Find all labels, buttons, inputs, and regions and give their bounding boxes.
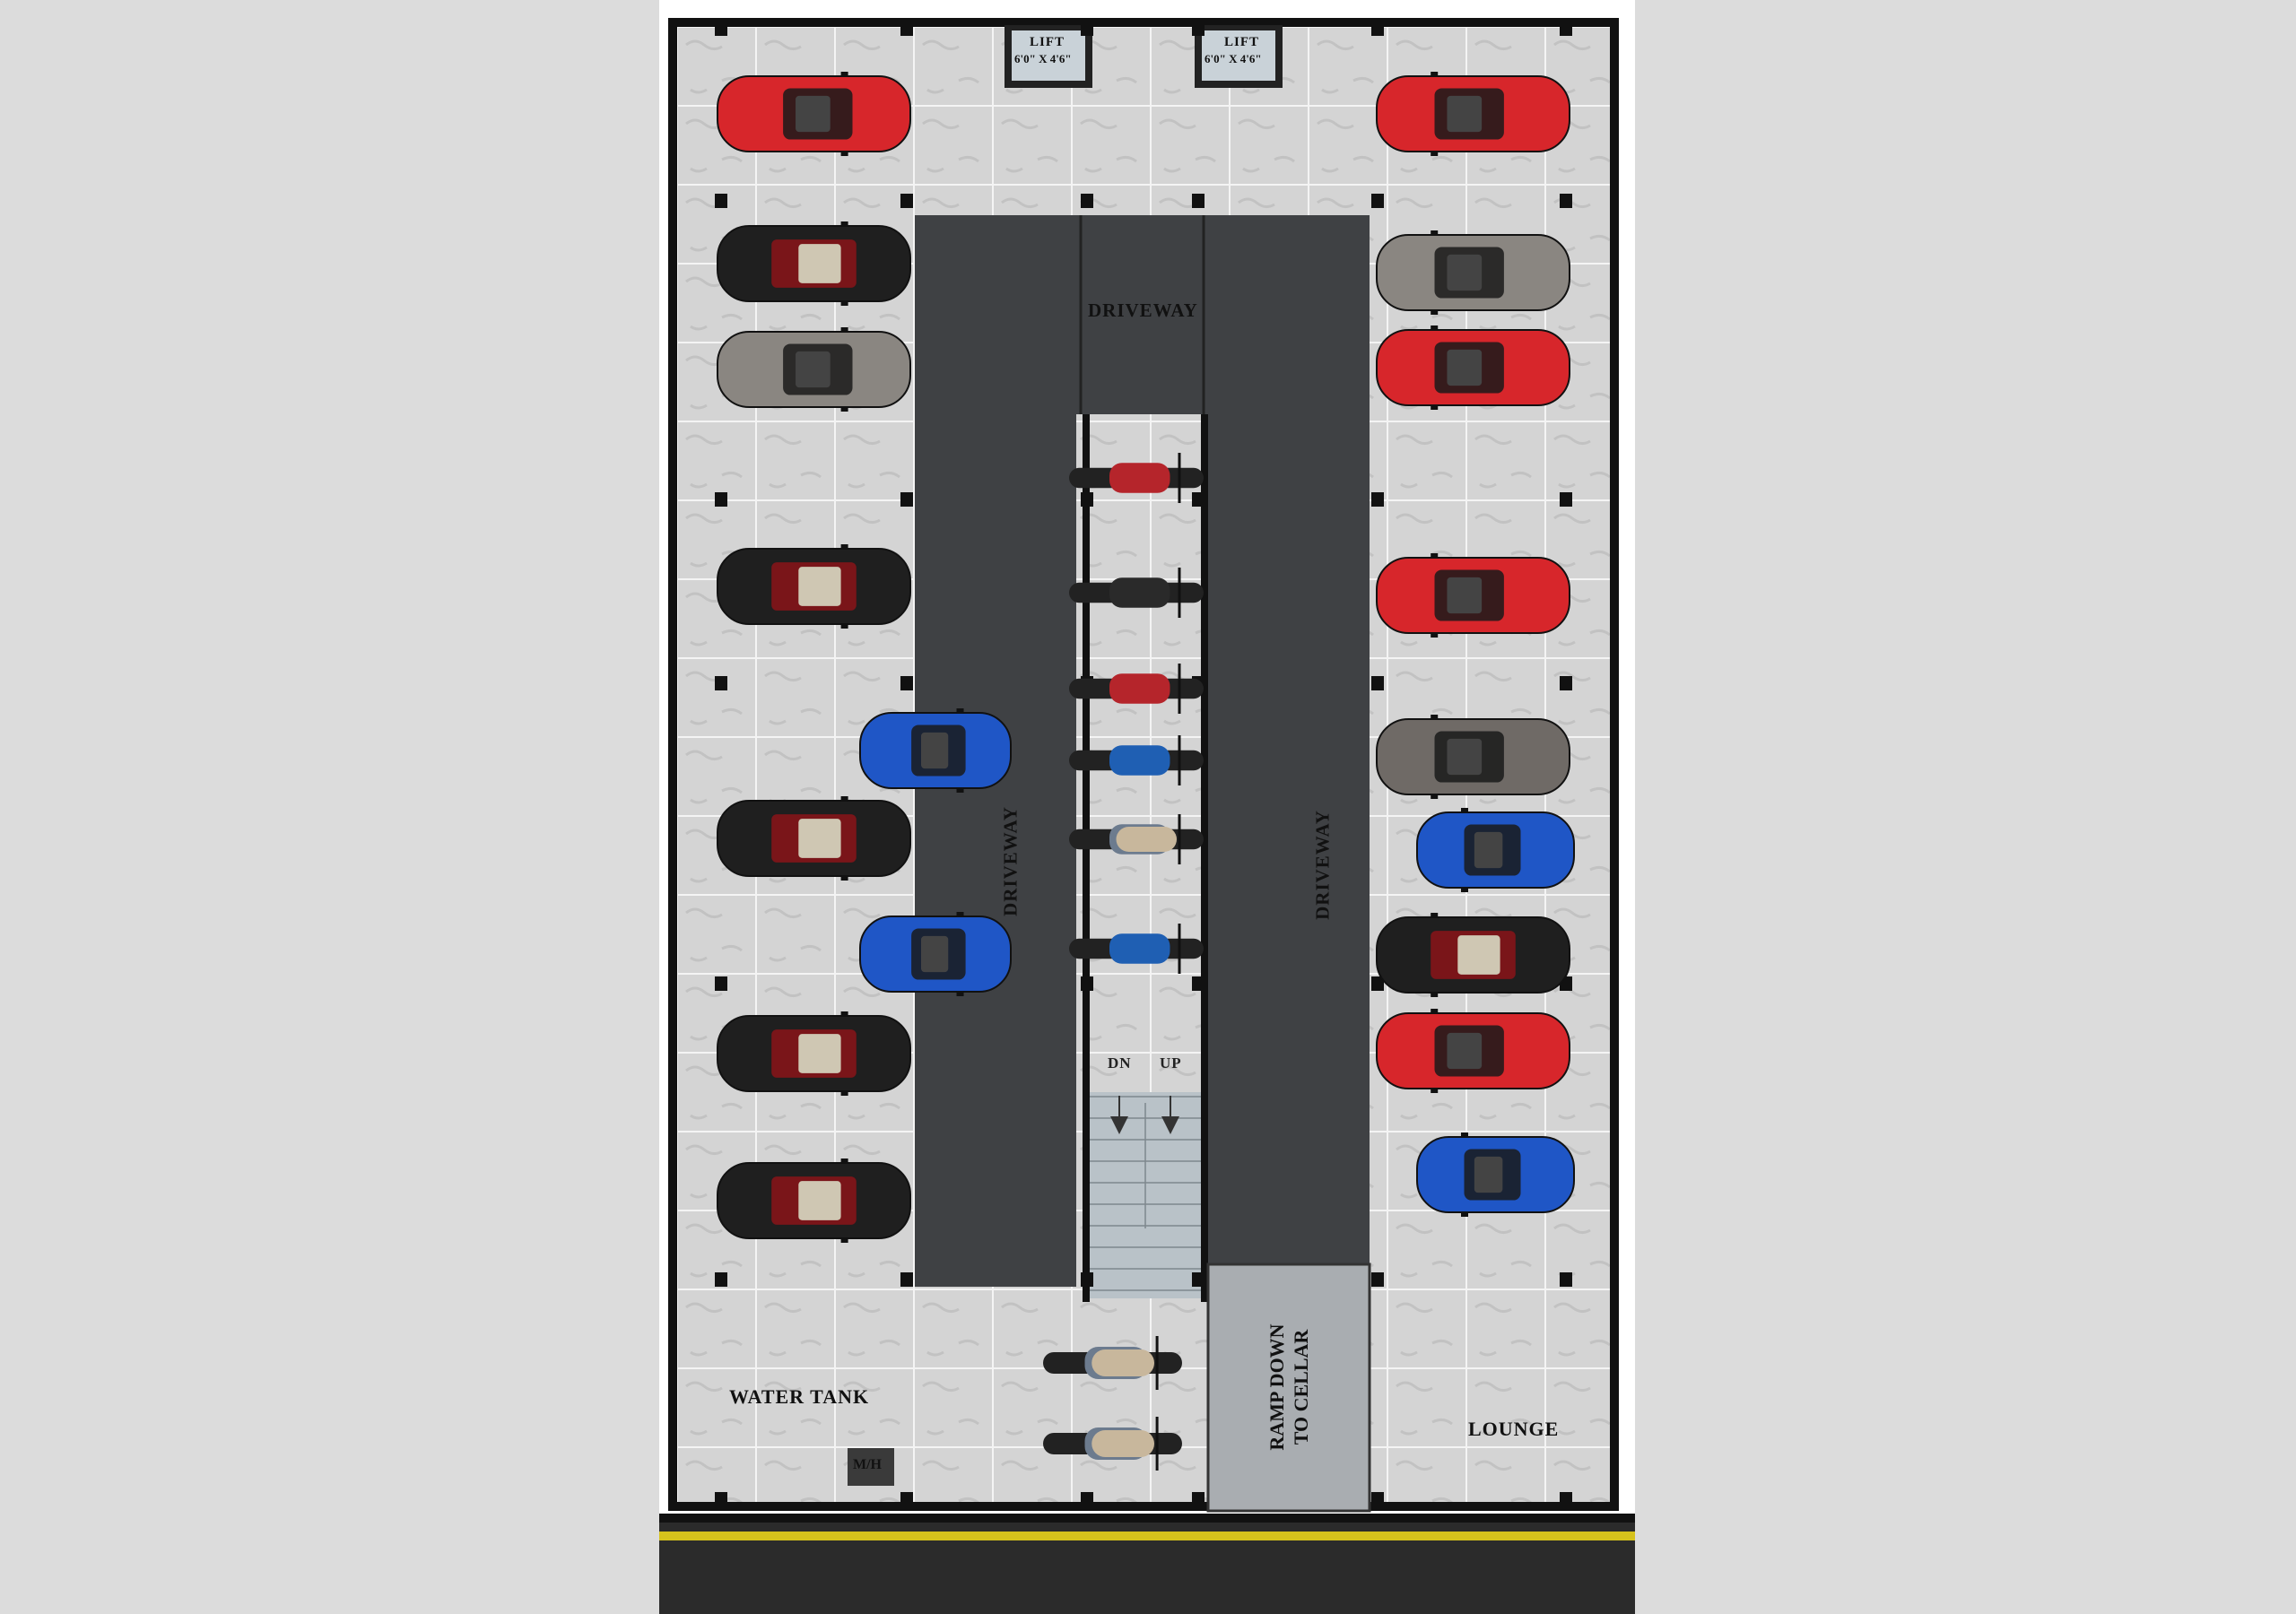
column [1081, 976, 1093, 991]
driveway-top-connector [1076, 215, 1208, 414]
car-black-convertible-vehicle [717, 221, 911, 306]
car-black-convertible-vehicle [717, 544, 911, 629]
stair-dn-label: DN [1108, 1054, 1132, 1072]
column [1081, 1492, 1093, 1506]
bike-red-vehicle [1069, 664, 1204, 714]
car-red-vehicle [717, 72, 911, 156]
column [1081, 22, 1093, 36]
column [1192, 492, 1205, 507]
parking-floor-plan [659, 18, 1635, 1614]
column [1192, 1272, 1205, 1287]
column [1371, 22, 1384, 36]
ramp [1206, 1263, 1371, 1513]
column [1560, 492, 1572, 507]
column [1192, 22, 1205, 36]
bike-black-vehicle [1069, 568, 1204, 618]
water-tank-label: WATER TANK [729, 1385, 870, 1408]
column [715, 492, 727, 507]
column [900, 1492, 913, 1506]
column [900, 22, 913, 36]
car-black-convertible-vehicle [717, 1011, 911, 1096]
stair-up-label: UP [1160, 1054, 1182, 1072]
car-red-vehicle [1376, 553, 1570, 638]
ramp-label-line1: RAMP DOWN [1265, 1323, 1288, 1451]
column [900, 1272, 913, 1287]
column [715, 976, 727, 991]
structural-columns [715, 22, 1572, 1506]
car-blue-vehicle [1416, 808, 1575, 892]
column [715, 1492, 727, 1506]
lift-right-size: 6'0" X 4'6" [1205, 52, 1262, 65]
column [1560, 194, 1572, 208]
column [715, 194, 727, 208]
column [1371, 1492, 1384, 1506]
car-red-vehicle [1376, 72, 1570, 156]
manhole-label: M/H [853, 1457, 882, 1472]
car-black-convertible-vehicle [1376, 913, 1570, 997]
column [1371, 676, 1384, 690]
car-black-convertible-vehicle [717, 796, 911, 881]
column [715, 676, 727, 690]
column [900, 492, 913, 507]
column [900, 194, 913, 208]
bike-blue-vehicle [1069, 735, 1204, 785]
car-black-convertible-vehicle [717, 1158, 911, 1243]
drawing-sheet: LIFT 6'0" X 4'6" LIFT 6'0" X 4'6" DRIVEW… [659, 0, 1635, 1614]
vehicles-layer [717, 72, 1575, 1471]
driveway-top-label: DRIVEWAY [1088, 299, 1198, 321]
driveway-right-lane [1208, 215, 1370, 1264]
car-red-vehicle [1376, 1009, 1570, 1093]
bike-blue-vehicle [1069, 924, 1204, 974]
car-grey-sedan-vehicle [1376, 715, 1570, 799]
car-red-vehicle [1376, 325, 1570, 410]
ramp-label: RAMP DOWN TO CELLAR [1265, 1297, 1313, 1477]
scooter-grey-vehicle [1043, 1336, 1182, 1390]
scooter-grey-vehicle [1069, 814, 1204, 864]
column [1560, 676, 1572, 690]
column [1560, 22, 1572, 36]
car-blue-vehicle [859, 708, 1012, 793]
lift-left [1004, 25, 1092, 88]
ramp-label-line2: TO CELLAR [1290, 1329, 1312, 1445]
column [1371, 492, 1384, 507]
bike-red-vehicle [1069, 453, 1204, 503]
column [1371, 194, 1384, 208]
lift-left-size: 6'0" X 4'6" [1014, 52, 1072, 65]
car-grey-van-vehicle [1376, 230, 1570, 315]
driveway-left-label: DRIVEWAY [999, 806, 1022, 916]
car-blue-vehicle [1416, 1132, 1575, 1217]
column [1081, 492, 1093, 507]
car-grey-van-vehicle [717, 327, 911, 412]
column [1371, 1272, 1384, 1287]
column [1192, 976, 1205, 991]
column [1560, 1492, 1572, 1506]
scooter-grey-vehicle [1043, 1417, 1182, 1471]
lift-right [1195, 25, 1283, 88]
column [1192, 194, 1205, 208]
column [715, 22, 727, 36]
column [1560, 1272, 1572, 1287]
lift-right-label: LIFT [1224, 35, 1260, 49]
column [1371, 976, 1384, 991]
column [1081, 194, 1093, 208]
lift-left-label: LIFT [1030, 35, 1065, 49]
driveway-right-label: DRIVEWAY [1311, 810, 1334, 920]
car-blue-vehicle [859, 912, 1012, 996]
column [1192, 1492, 1205, 1506]
road-line [659, 1532, 1635, 1540]
column [900, 676, 913, 690]
column [1081, 1272, 1093, 1287]
road [659, 1514, 1635, 1614]
manhole [848, 1448, 894, 1486]
column [715, 1272, 727, 1287]
lounge-label: LOUNGE [1468, 1418, 1560, 1440]
